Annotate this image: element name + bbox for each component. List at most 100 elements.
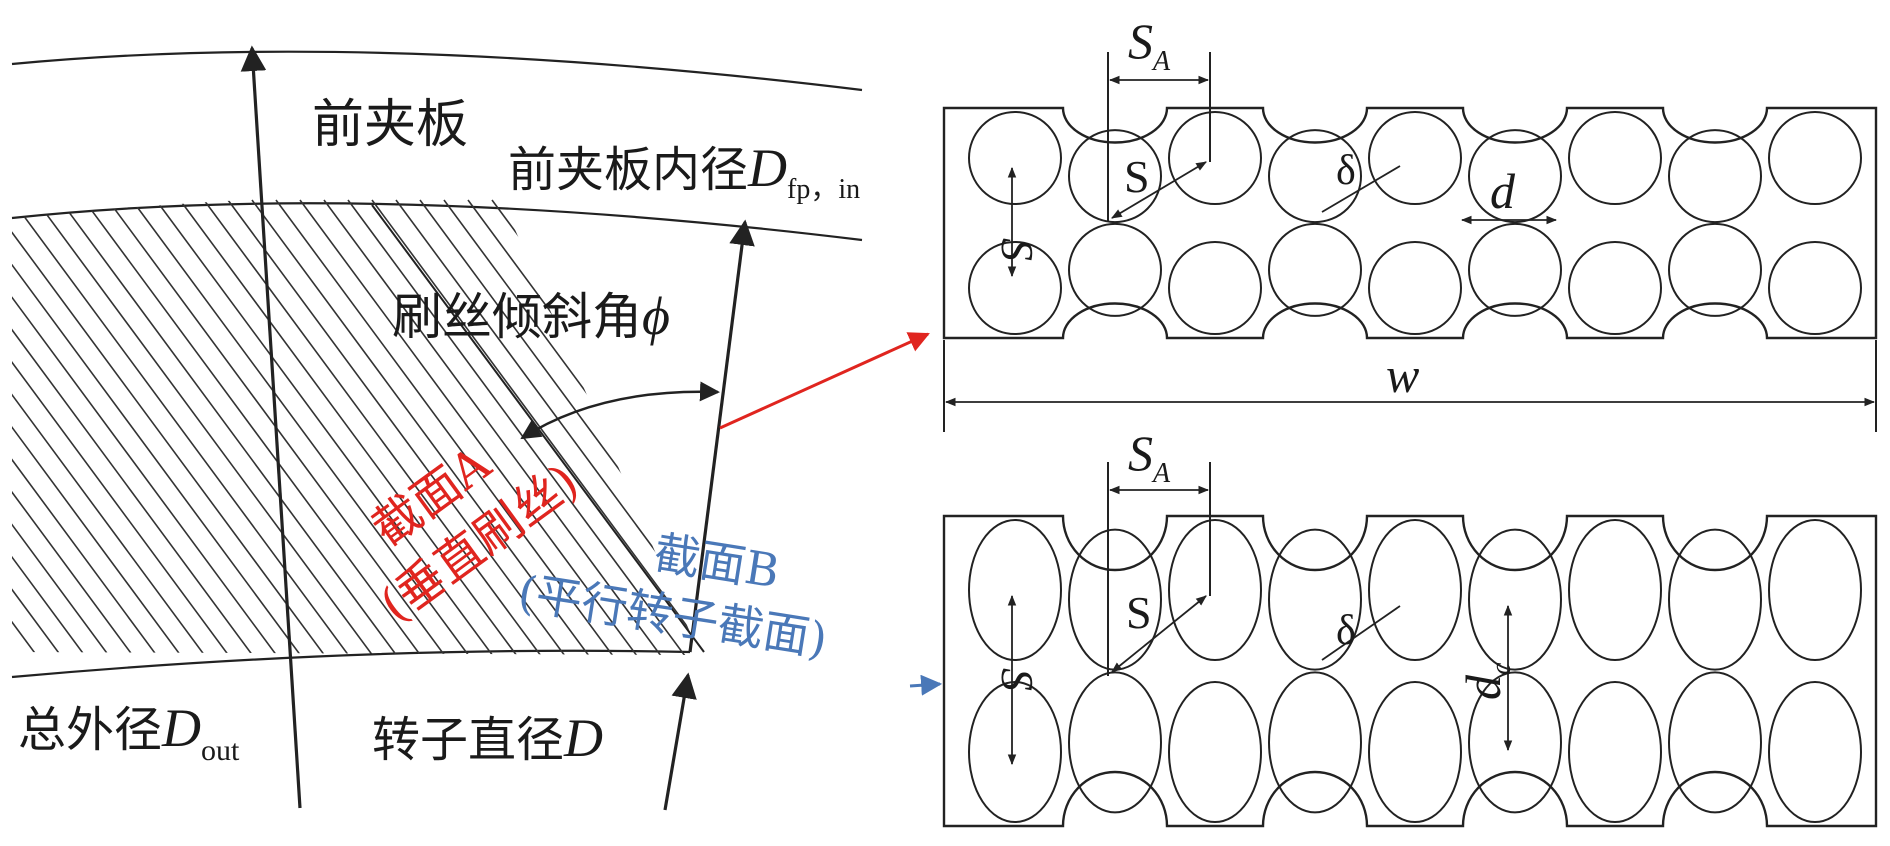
- bristle-hatch-line: [924, 200, 1264, 660]
- bristle-cross-section: [1468, 528, 1562, 671]
- bristle-cross-section: [1368, 519, 1462, 661]
- bristle-cross-section: [1368, 681, 1462, 823]
- bristle-hatch-line: [828, 200, 1168, 660]
- bristle-cross-section: [1268, 671, 1362, 814]
- section-b-pointer: [909, 674, 943, 696]
- bristle-hatch-line: [12, 199, 305, 655]
- section-b-panel: SA S S δ dc: [942, 425, 1878, 828]
- dc-label: dc: [1455, 662, 1517, 700]
- bristle-hatch-line: [35, 199, 377, 655]
- bristle-cross-section: [1568, 519, 1662, 661]
- front-plate-label: 前夹板: [312, 95, 468, 155]
- bristle-cross-section: [1668, 671, 1762, 814]
- bristle-angle-label: 刷丝倾斜角ϕ: [392, 286, 670, 346]
- bristle-cross-section: [1168, 681, 1262, 823]
- bristle-cross-section: [1268, 528, 1362, 671]
- bristle-angle-arc: [520, 381, 720, 440]
- bristle-hatch-line: [1044, 200, 1384, 660]
- bristle-hatch-line: [756, 200, 1096, 660]
- panel-outline: [942, 514, 1878, 828]
- outer-arc: [11, 50, 863, 92]
- bristle-cross-section: [1468, 129, 1562, 224]
- section-b-bristles: [968, 519, 1862, 823]
- bristle-cross-section: [1668, 129, 1762, 224]
- s-vert-top-label: S: [992, 238, 1043, 261]
- bristle-hatch-line: [732, 200, 1072, 660]
- bristle-cross-section: [1268, 222, 1362, 317]
- bristle-hatch-line: [12, 199, 281, 655]
- bristle-cross-section: [1568, 111, 1662, 205]
- bristle-hatch-line: [347, 199, 689, 655]
- bristle-cross-section: [968, 681, 1062, 823]
- bristle-hatch-line: [12, 199, 137, 655]
- d-label: d: [1490, 163, 1516, 219]
- bristle-hatch-line: [12, 199, 41, 655]
- bristle-hatch-line: [83, 199, 425, 655]
- bristle-hatch-line: [251, 199, 593, 655]
- bristle-hatch-line: [12, 199, 161, 655]
- bristle-hatch-line: [12, 199, 89, 655]
- bristle-cross-section: [1768, 681, 1862, 823]
- s-diag-bot-label: S: [1126, 587, 1152, 638]
- bristle-cross-section: [1668, 528, 1762, 671]
- bristle-hatch-line: [59, 199, 401, 655]
- bristle-hatch-line: [203, 199, 545, 655]
- bristle-hatch-line: [12, 199, 65, 655]
- bristle-cross-section: [968, 519, 1062, 661]
- bristle-hatch-line: [1020, 200, 1360, 660]
- bristle-cross-section: [1768, 111, 1862, 205]
- section-a-bristles: [968, 111, 1862, 335]
- delta-bot-label: δ: [1336, 608, 1356, 654]
- bristle-cross-section: [1168, 519, 1262, 661]
- bristle-hatch-line: [275, 199, 617, 655]
- bristle-hatch-line: [155, 199, 497, 655]
- section-a-pointer: [719, 332, 930, 430]
- section-b-outline: [942, 514, 1878, 828]
- delta-bot-line: [1321, 605, 1401, 661]
- rotor-diameter-arrow: [663, 672, 697, 811]
- bristle-cross-section: [1768, 519, 1862, 661]
- bristle-hatch-line: [12, 199, 329, 655]
- bristle-hatch-line: [12, 199, 353, 655]
- bristle-cross-section: [1068, 671, 1162, 814]
- bristle-cross-section: [1768, 241, 1862, 335]
- bristle-hatch-line: [323, 199, 665, 655]
- bristle-cross-section: [1468, 222, 1562, 317]
- bristle-hatch-line: [948, 200, 1288, 660]
- w-label: w: [1386, 347, 1419, 403]
- section-b-label: 截面B (平行转子截面): [514, 526, 831, 667]
- s-diag-top-label: S: [1124, 151, 1150, 202]
- bristle-hatch-line: [659, 199, 700, 655]
- s-diag-top: [1111, 161, 1207, 219]
- bristle-cross-section: [1368, 111, 1462, 205]
- bristle-hatch-line: [12, 199, 257, 655]
- bristle-hatch-line: [12, 199, 185, 655]
- bristle-cross-section: [1268, 129, 1362, 224]
- sa-bot-label: SA: [1128, 425, 1171, 489]
- front-plate-inner-label: 前夹板内径Dfp，in: [508, 138, 860, 205]
- bristle-hatch-line: [12, 199, 113, 655]
- bristle-cross-section: [1568, 681, 1662, 823]
- bristle-hatch-line: [227, 199, 569, 655]
- section-a-panel: SA S S δ d w: [942, 13, 1878, 432]
- bristle-hatch-line: [12, 199, 209, 655]
- delta-top-line: [1321, 165, 1401, 213]
- delta-top-label: δ: [1336, 148, 1356, 194]
- bristle-cross-section: [1068, 222, 1162, 317]
- bristle-hatch-line: [107, 199, 449, 655]
- rotor-arc: [11, 649, 691, 679]
- bristle-hatch-line: [876, 200, 1216, 660]
- bristle-cross-section: [1468, 671, 1562, 814]
- section-a-outline: [942, 106, 1878, 340]
- bristle-cross-section: [1668, 222, 1762, 317]
- left-panel: 前夹板 前夹板内径Dfp，in 刷丝倾斜角ϕ 截面A (垂直刷丝) 截面B (平…: [11, 45, 1384, 811]
- bristle-cross-section: [1568, 241, 1662, 335]
- bristle-hatch-line: [996, 200, 1336, 660]
- bristle-cross-section: [968, 111, 1062, 205]
- bristle-hatch-line: [179, 199, 521, 655]
- panel-outline: [942, 106, 1878, 340]
- bristle-hatch-line: [299, 199, 641, 655]
- sa-top-label: SA: [1128, 13, 1171, 77]
- bristle-hatch-line: [131, 199, 473, 655]
